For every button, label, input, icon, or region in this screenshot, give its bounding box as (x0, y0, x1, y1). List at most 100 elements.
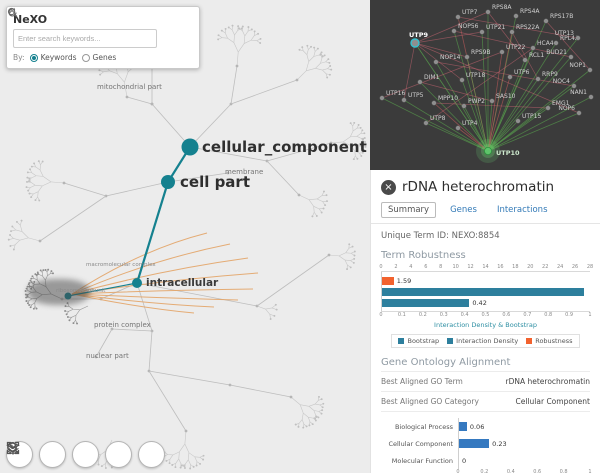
layers-button[interactable] (6, 441, 165, 468)
ontology-tree-canvas[interactable]: mitochondrial part cellular_component ce… (0, 0, 370, 473)
cellular-component-node[interactable] (181, 138, 199, 156)
robustness-bar-value: 1.59 (396, 276, 412, 285)
axis-tick: 0.2 (480, 469, 489, 473)
gene-node[interactable] (507, 74, 513, 80)
radio-keywords[interactable]: Keywords (29, 53, 77, 62)
gene-node[interactable] (485, 9, 491, 15)
collapse-tree-button[interactable] (8, 441, 132, 468)
legend-label-bootstrap: Bootstrap (407, 337, 440, 345)
radio-genes[interactable]: Genes (81, 53, 117, 62)
zoom-out-button[interactable] (7, 441, 66, 468)
robustness-top-axis-line (381, 271, 590, 272)
radio-genes-label: Genes (92, 53, 117, 62)
gene-node[interactable] (515, 118, 521, 124)
gene-node[interactable] (553, 40, 559, 46)
table-row: Best Aligned GO Category Cellular Compon… (381, 392, 590, 412)
gene-node[interactable] (543, 18, 549, 24)
radio-genes-dot[interactable] (81, 53, 90, 62)
legend-label-robustness: Robustness (535, 337, 573, 345)
table-row: Best Aligned GO Term rDNA heterochromati… (381, 372, 590, 392)
go-term-key: Best Aligned GO Term (381, 377, 463, 386)
alignment-score-chart: Biological Process 0.06 Cellular Compone… (381, 418, 592, 473)
gene-node[interactable] (401, 97, 407, 103)
gene-node[interactable] (433, 59, 439, 65)
gene-node[interactable] (417, 79, 423, 85)
gene-node[interactable] (571, 83, 577, 89)
gene-node[interactable] (535, 76, 541, 82)
term-title: rDNA heterochromatin (402, 179, 555, 195)
highlight-fan-edges (71, 232, 259, 314)
gene-node[interactable] (489, 98, 495, 104)
gene-node[interactable] (522, 57, 528, 63)
axis-tick: 0.6 (502, 312, 511, 318)
intracellular-node[interactable] (132, 278, 142, 288)
close-details-button[interactable]: × (381, 179, 396, 195)
gene-node[interactable] (575, 35, 581, 41)
gene-label: RPS17B (550, 13, 573, 20)
tab-summary[interactable]: Summary (381, 202, 437, 218)
axis-tick: 28 (586, 264, 594, 270)
tab-genes[interactable]: Genes (450, 205, 477, 215)
gene-node[interactable] (513, 13, 519, 19)
gene-node[interactable] (479, 29, 485, 35)
legend-label-interaction-density: Interaction Density (456, 337, 519, 345)
gene-node[interactable] (499, 49, 505, 55)
gene-node[interactable] (431, 100, 437, 106)
gene-label: UTP8 (430, 115, 446, 122)
search-icon[interactable] (7, 7, 175, 46)
gene-label: RRP9 (542, 71, 558, 78)
radio-keywords-dot[interactable] (29, 53, 38, 62)
collapse-panel-icon[interactable] (8, 9, 193, 26)
tab-interactions[interactable]: Interactions (496, 205, 548, 215)
tree-backbone-edges (38, 63, 333, 433)
axis-tick: 0.1 (397, 312, 406, 318)
gene-node[interactable] (455, 14, 461, 20)
gene-node[interactable] (379, 95, 385, 101)
gene-label: MPP10 (438, 95, 458, 102)
gene-node[interactable] (423, 120, 429, 126)
gene-label: UTP18 (466, 72, 485, 79)
alignment-value: 0 (462, 456, 467, 465)
gene-node[interactable] (459, 77, 465, 83)
legend-bootstrap: Bootstrap (398, 337, 439, 345)
gene-node[interactable] (464, 54, 470, 60)
selected-gene-node[interactable] (410, 38, 420, 48)
go-category-value: Cellular Component (515, 397, 590, 406)
gene-node[interactable] (509, 29, 515, 35)
alignment-value: 0.06 (469, 422, 485, 431)
gene-label: DIM1 (424, 74, 440, 81)
gene-node[interactable] (461, 103, 467, 109)
gene-node[interactable] (588, 94, 594, 100)
alignment-value: 0.23 (492, 439, 507, 448)
axis-tick: 0 (379, 264, 383, 270)
interaction-density-bar (382, 298, 470, 307)
legend-swatch-robustness (526, 338, 533, 344)
gene-node[interactable] (545, 105, 551, 111)
axis-tick: 1 (588, 312, 592, 318)
gene-label: NOP6 (558, 105, 575, 112)
canvas-controls (6, 441, 165, 468)
gene-label: RPL4A (560, 35, 580, 42)
alignment-label: Biological Process (394, 422, 453, 431)
gene-node[interactable] (530, 45, 536, 51)
gene-label: RPS8A (492, 4, 512, 11)
alignment-row-biological-process: Biological Process 0.06 (381, 418, 590, 435)
gene-node[interactable] (455, 125, 461, 131)
cell-part-node[interactable] (161, 175, 175, 189)
gene-label: NOP14 (440, 54, 461, 61)
gene-node[interactable] (587, 67, 593, 73)
gene-node[interactable] (576, 110, 582, 116)
gene-node[interactable] (568, 54, 574, 60)
reset-search-icon[interactable] (8, 7, 193, 46)
go-alignment-table: Best Aligned GO Term rDNA heterochromati… (381, 371, 590, 412)
gene-node[interactable] (451, 28, 457, 34)
fit-to-screen-button[interactable] (6, 441, 99, 468)
axis-tick: 1 (588, 469, 592, 473)
hub-gene-node[interactable] (484, 146, 493, 155)
go-alignment-heading: Gene Ontology Alignment (381, 357, 511, 368)
search-input[interactable] (13, 29, 157, 48)
dendrogram-branches (7, 24, 367, 470)
